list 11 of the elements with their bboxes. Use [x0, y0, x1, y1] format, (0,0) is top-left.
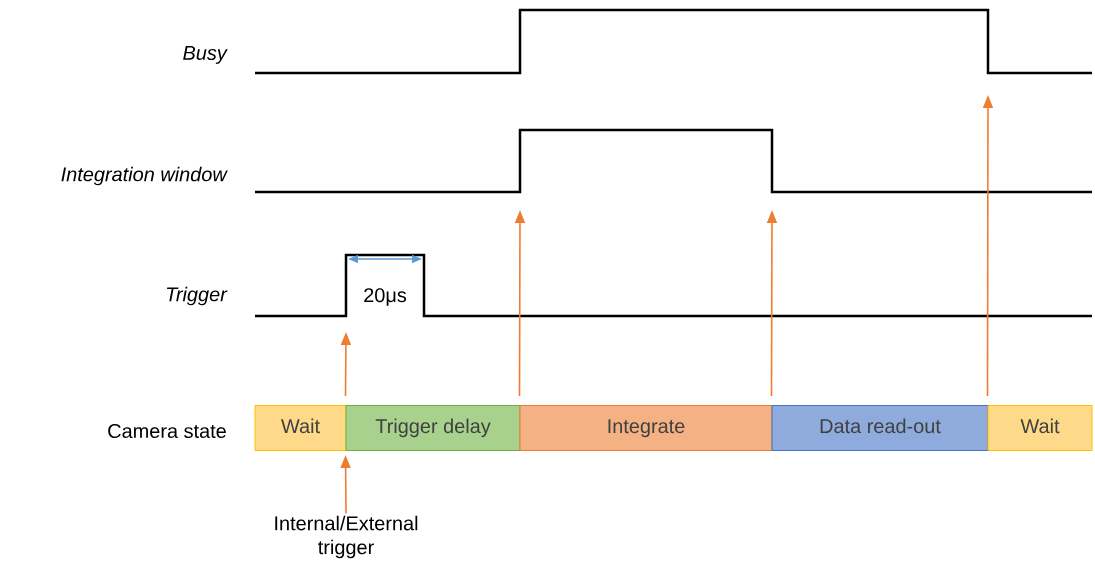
signal-label: 20μs [364, 288, 407, 306]
trigger-text: Internal/External trigger [275, 515, 418, 559]
state-box: Wait [254, 405, 347, 451]
state-box: Wait [987, 405, 1093, 451]
state-box: Integrate [519, 405, 773, 451]
signal-label: Trigger [166, 286, 228, 306]
signal-label: Camera state [108, 423, 226, 439]
signal-label: Busy [183, 46, 228, 64]
state-box: Data read-out [771, 405, 989, 451]
signal-label: Integration window [61, 166, 228, 186]
state-box: Trigger delay [345, 405, 521, 451]
